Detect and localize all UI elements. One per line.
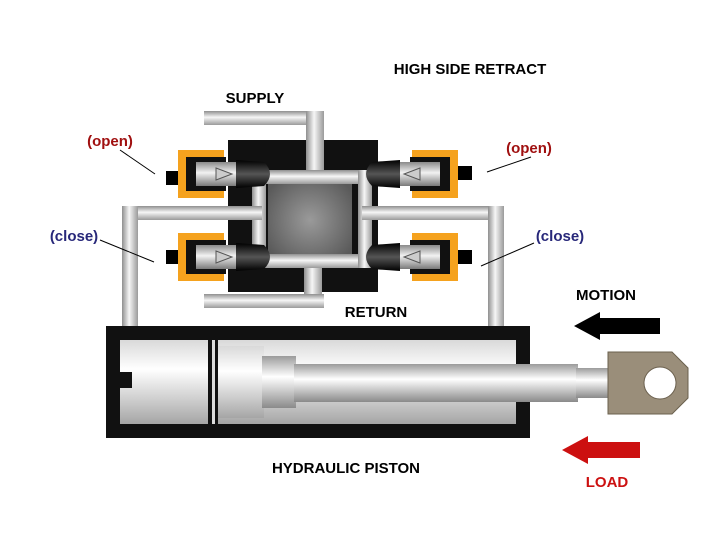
rod-end-eye bbox=[607, 351, 689, 415]
motion-arrow-icon bbox=[574, 312, 660, 340]
right-port-line bbox=[362, 206, 504, 330]
supply-pipe bbox=[204, 111, 324, 171]
return-pipe bbox=[204, 262, 324, 308]
valve-bottom-right bbox=[366, 233, 472, 281]
valve-top-right bbox=[366, 150, 472, 198]
load-arrow-icon bbox=[562, 436, 640, 464]
piston-rod bbox=[262, 356, 610, 408]
valve-top-right-state: (open) bbox=[506, 140, 552, 157]
valve-bottom-left-state: (close) bbox=[50, 228, 98, 245]
left-port-line bbox=[122, 206, 262, 330]
valve-bottom-left bbox=[166, 233, 270, 281]
label-leader-lines bbox=[99, 149, 535, 267]
valve-top-left bbox=[166, 150, 270, 198]
motion-label: MOTION bbox=[576, 287, 636, 304]
supply-label: SUPPLY bbox=[226, 90, 285, 107]
piston-label: HYDRAULIC PISTON bbox=[272, 460, 420, 477]
valve-top-left-state: (open) bbox=[87, 133, 133, 150]
return-label: RETURN bbox=[345, 304, 408, 321]
diagram-title: HIGH SIDE RETRACT bbox=[394, 61, 547, 78]
load-label: LOAD bbox=[586, 474, 629, 491]
valve-bottom-right-state: (close) bbox=[536, 228, 584, 245]
